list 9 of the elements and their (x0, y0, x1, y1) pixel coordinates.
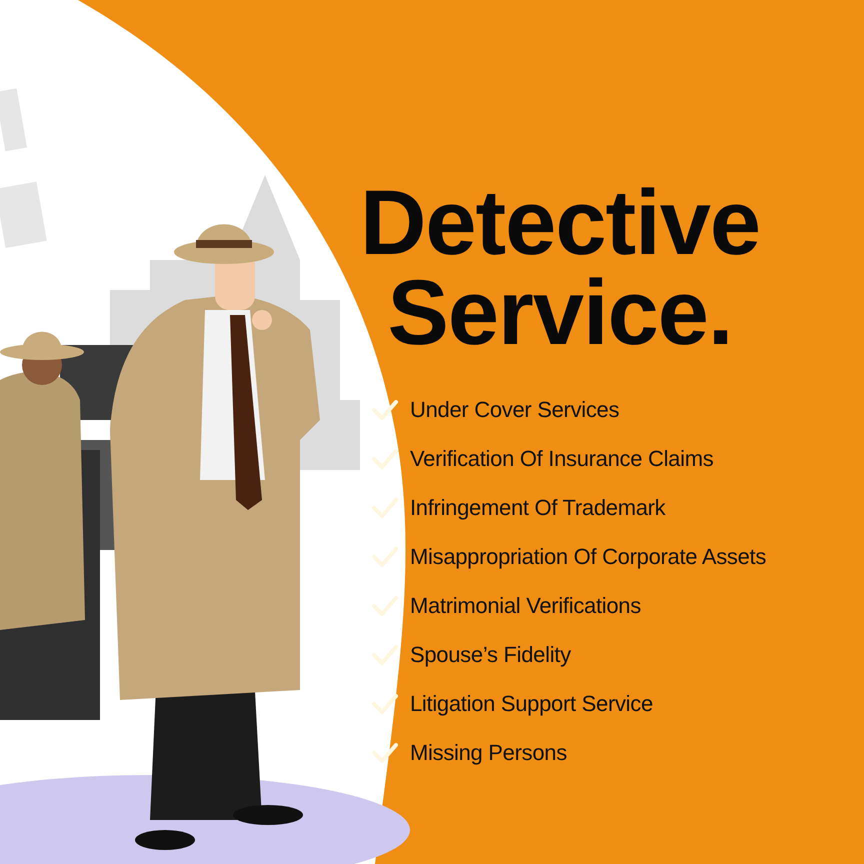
service-item: Missing Persons (410, 740, 567, 766)
heading: Detective Service. (358, 178, 762, 358)
service-item: Misappropriation Of Corporate Assets (410, 544, 766, 570)
service-item: Spouse’s Fidelity (410, 642, 571, 668)
service-item: Matrimonial Verifications (410, 593, 641, 619)
service-item: Litigation Support Service (410, 691, 653, 717)
service-item: Verification Of Insurance Claims (410, 446, 714, 472)
service-item: Under Cover Services (410, 397, 620, 423)
service-item: Infringement Of Trademark (410, 495, 666, 521)
